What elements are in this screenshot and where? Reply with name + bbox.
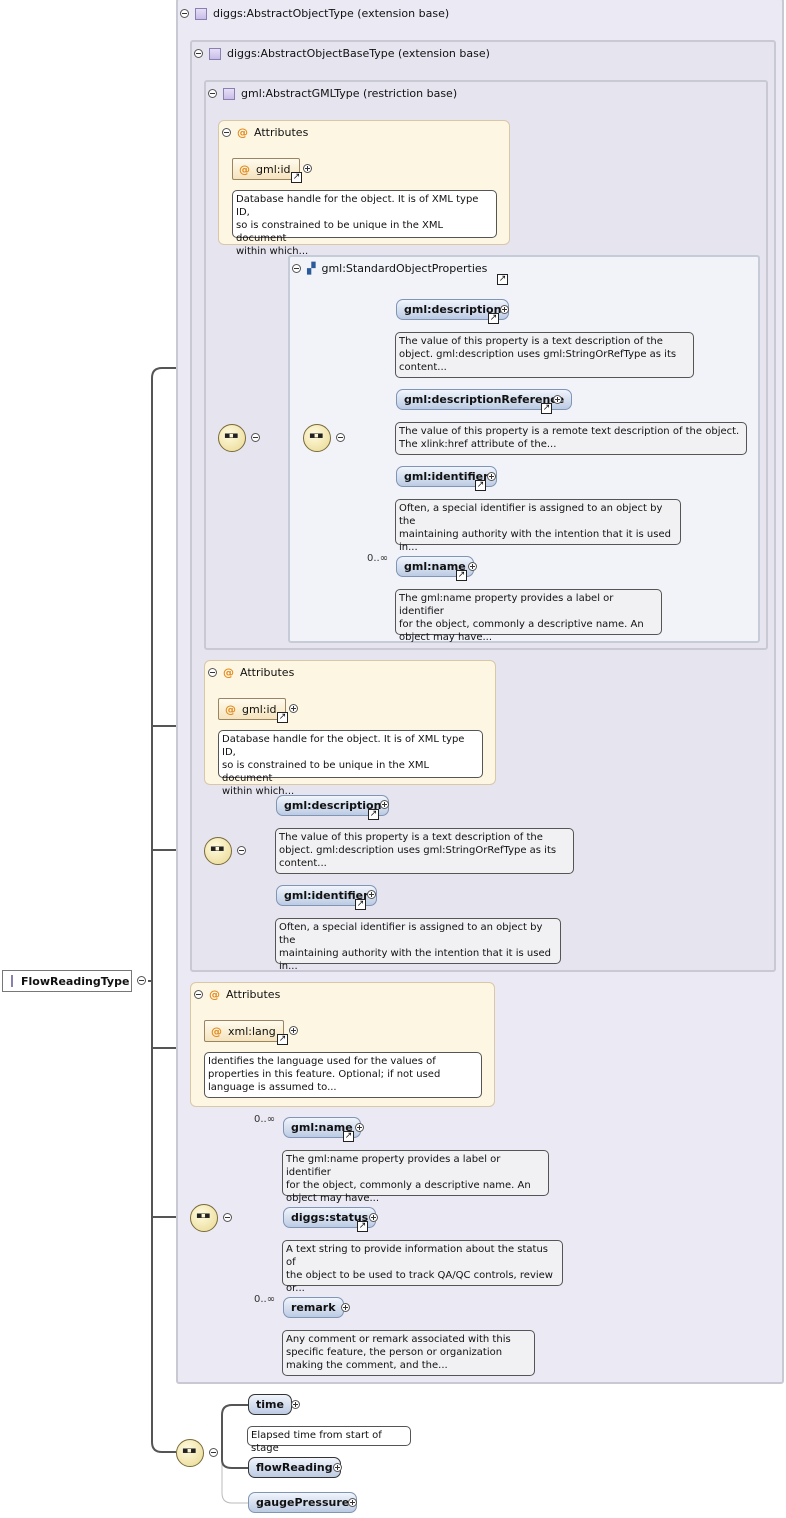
- link-icon[interactable]: ↗: [541, 403, 552, 414]
- link-icon[interactable]: ↗: [277, 712, 288, 723]
- remark-description: Any comment or remark associated with th…: [282, 1330, 535, 1376]
- expand-icon[interactable]: [289, 1026, 298, 1035]
- gml-description-reference-element[interactable]: gml:descriptionReference: [396, 389, 573, 410]
- diggs-status-element[interactable]: diggs:status: [283, 1207, 377, 1228]
- sequence-compositor-icon[interactable]: [218, 424, 246, 452]
- complex-type-icon: [11, 975, 13, 987]
- standard-object-properties-title: ▞ gml:StandardObjectProperties: [292, 262, 487, 275]
- collapse-icon[interactable]: [208, 668, 217, 677]
- time-description: Elapsed time from start of stage: [247, 1426, 411, 1454]
- gml-name-element[interactable]: gml:name: [283, 1117, 361, 1138]
- collapse-icon[interactable]: [194, 49, 203, 58]
- link-icon[interactable]: ↗: [456, 570, 467, 581]
- expand-icon[interactable]: [289, 704, 298, 713]
- expand-icon[interactable]: [303, 164, 312, 173]
- collapse-icon[interactable]: [209, 1448, 218, 1457]
- expand-icon[interactable]: [367, 890, 376, 899]
- link-icon[interactable]: ↗: [357, 1221, 368, 1232]
- attributes-header: @ Attributes: [194, 988, 280, 1001]
- attributes-header: @ Attributes: [208, 666, 294, 679]
- expand-icon[interactable]: [348, 1498, 357, 1507]
- collapse-icon[interactable]: [237, 846, 246, 855]
- expand-icon[interactable]: [369, 1213, 378, 1222]
- link-icon[interactable]: ↗: [343, 1131, 354, 1142]
- link-icon[interactable]: ↗: [497, 274, 508, 285]
- collapse-icon[interactable]: [292, 264, 301, 273]
- sequence-compositor-icon[interactable]: [303, 424, 331, 452]
- expand-icon[interactable]: [355, 1123, 364, 1132]
- remark-element[interactable]: remark: [283, 1297, 344, 1318]
- gml-id-attribute[interactable]: @gml:id: [232, 158, 300, 180]
- gauge-pressure-element[interactable]: gaugePressure: [248, 1492, 358, 1513]
- link-icon[interactable]: ↗: [291, 172, 302, 183]
- gml-description-description: The value of this property is a text des…: [275, 828, 574, 874]
- collapse-icon[interactable]: [137, 976, 146, 985]
- expand-icon[interactable]: [291, 1400, 300, 1409]
- collapse-icon[interactable]: [222, 128, 231, 137]
- gml-description-element[interactable]: gml:description: [276, 795, 390, 816]
- complex-type-icon: [223, 87, 235, 100]
- gml-description-description: The value of this property is a text des…: [395, 332, 694, 378]
- expand-icon[interactable]: [553, 395, 562, 404]
- group-icon: ▞: [307, 262, 316, 275]
- gml-name-description: The gml:name property provides a label o…: [282, 1150, 549, 1204]
- gml-id-description: Database handle for the object. It is of…: [232, 190, 497, 257]
- expand-icon[interactable]: [341, 1303, 350, 1312]
- cardinality-label: 0..∞: [254, 1294, 276, 1305]
- gml-name-description: The gml:name property provides a label o…: [395, 589, 662, 643]
- gml-identifier-description: Often, a special identifier is assigned …: [275, 918, 561, 972]
- sequence-compositor-icon[interactable]: [190, 1204, 218, 1232]
- diggs-status-description: A text string to provide information abo…: [282, 1240, 563, 1294]
- collapse-icon[interactable]: [336, 433, 345, 442]
- gml-identifier-element[interactable]: gml:identifier: [396, 466, 497, 487]
- collapse-icon[interactable]: [180, 9, 189, 18]
- attributes-header: @ Attributes: [222, 126, 308, 139]
- gml-id-description: Database handle for the object. It is of…: [218, 730, 483, 797]
- expand-icon[interactable]: [333, 1463, 342, 1472]
- abstract-gml-title: gml:AbstractGMLType (restriction base): [208, 87, 457, 100]
- cardinality-label: 0..∞: [367, 553, 389, 564]
- sequence-compositor-icon[interactable]: [176, 1439, 204, 1467]
- xml-lang-attribute[interactable]: @xml:lang: [204, 1020, 284, 1042]
- time-element[interactable]: time: [248, 1394, 292, 1415]
- complex-type-icon: [195, 7, 207, 20]
- flow-reading-element[interactable]: flowReading: [248, 1457, 341, 1478]
- abstract-object-base-title: diggs:AbstractObjectBaseType (extension …: [194, 47, 490, 60]
- link-icon[interactable]: ↗: [488, 313, 499, 324]
- xml-lang-description: Identifies the language used for the val…: [204, 1052, 482, 1098]
- gml-id-attribute[interactable]: @gml:id: [218, 698, 286, 720]
- gml-description-element[interactable]: gml:description: [396, 299, 510, 320]
- link-icon[interactable]: ↗: [355, 899, 366, 910]
- link-icon[interactable]: ↗: [475, 480, 486, 491]
- expand-icon[interactable]: [500, 305, 509, 314]
- expand-icon[interactable]: [380, 800, 389, 809]
- abstract-object-title: diggs:AbstractObjectType (extension base…: [180, 7, 449, 20]
- complex-type-icon: [209, 47, 221, 60]
- cardinality-label: 0..∞: [254, 1114, 276, 1125]
- gml-identifier-description: Often, a special identifier is assigned …: [395, 499, 681, 553]
- link-icon[interactable]: ↗: [368, 809, 379, 820]
- gml-identifier-element[interactable]: gml:identifier: [276, 885, 377, 906]
- collapse-icon[interactable]: [208, 89, 217, 98]
- root-type[interactable]: FlowReadingType: [2, 970, 132, 992]
- collapse-icon[interactable]: [251, 433, 260, 442]
- collapse-icon[interactable]: [194, 990, 203, 999]
- collapse-icon[interactable]: [223, 1213, 232, 1222]
- gml-name-element[interactable]: gml:name: [396, 556, 474, 577]
- gml-description-reference-description: The value of this property is a remote t…: [395, 422, 747, 455]
- link-icon[interactable]: ↗: [277, 1034, 288, 1045]
- expand-icon[interactable]: [468, 562, 477, 571]
- expand-icon[interactable]: [487, 472, 496, 481]
- sequence-compositor-icon[interactable]: [204, 837, 232, 865]
